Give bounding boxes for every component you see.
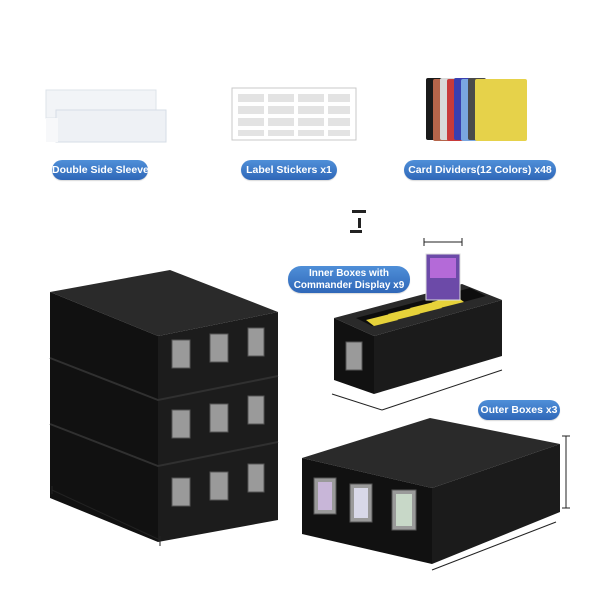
stacked-drawer-windows xyxy=(171,327,265,507)
stickers-label-pill: Label Stickers x1 xyxy=(241,160,337,180)
inner-label-line1: Inner Boxes with xyxy=(308,268,389,279)
sleeves-label-pill: Double Side Sleeves xyxy=(52,160,148,180)
outer-boxes-label-pill: Outer Boxes x3 xyxy=(478,400,560,420)
divider-card xyxy=(475,79,527,141)
card-dividers-fan xyxy=(426,78,527,141)
dividers-label-pill: Card Dividers(12 Colors) x48 xyxy=(404,160,556,180)
inner-box xyxy=(331,238,503,411)
stacked-outer-boxes xyxy=(49,270,279,542)
inner-boxes-label-pill: Inner Boxes with Commander Display x9 xyxy=(288,266,410,293)
stacked-dimension-line xyxy=(51,486,161,546)
sleeves-group xyxy=(45,89,167,143)
inner-label-line2: Commander Display x9 xyxy=(293,280,405,291)
outer-box xyxy=(302,418,570,571)
label-stickers-sheet xyxy=(231,87,357,141)
marker xyxy=(350,210,366,233)
